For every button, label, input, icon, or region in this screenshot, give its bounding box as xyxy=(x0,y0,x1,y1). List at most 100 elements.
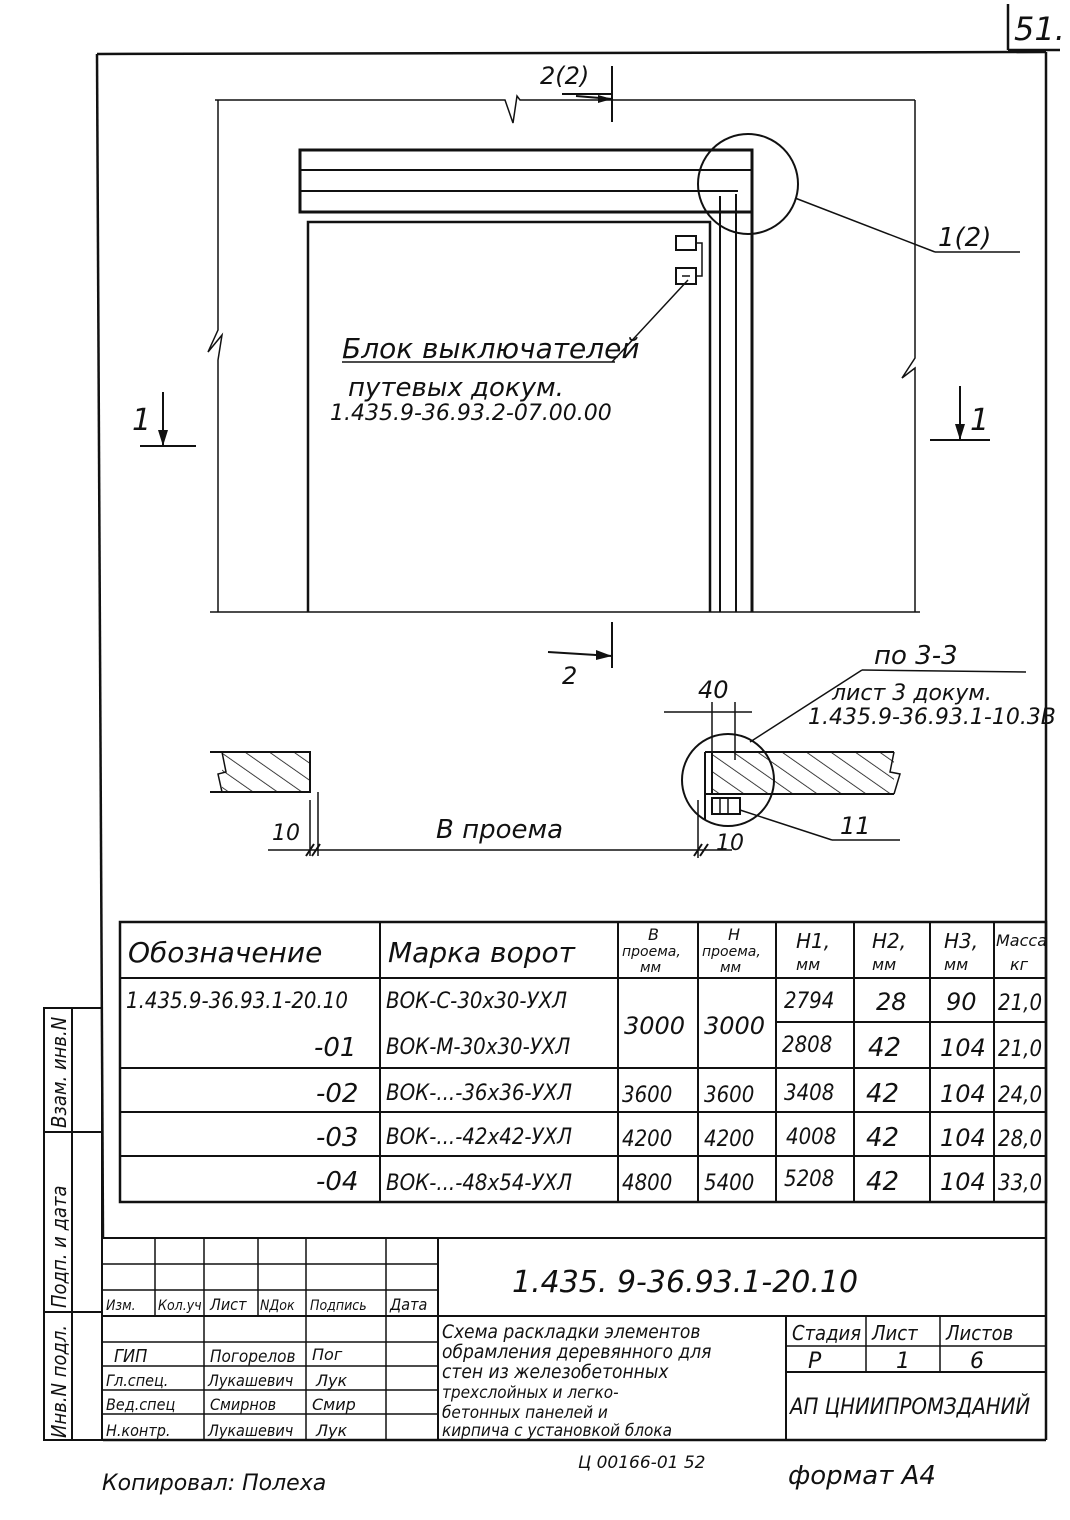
header-b-opening: B проема, мм xyxy=(622,925,681,976)
plan-wall-left xyxy=(210,751,311,793)
cell-b: 4200 xyxy=(622,1127,672,1152)
signature-3: Смир xyxy=(312,1395,356,1414)
section-2-label: 2 xyxy=(562,662,577,690)
rev-header-sheet: Лист xyxy=(209,1295,247,1314)
cell-h2: 42 xyxy=(868,1033,901,1063)
sheet-value: 1 xyxy=(896,1349,910,1374)
cell-h1: 3408 xyxy=(784,1081,834,1106)
table-row: 1.435.9-36.93.1-20.10 ВОК-С-30х30-УХЛ 27… xyxy=(126,988,1042,1016)
header-h2-symbol: H2, xyxy=(872,929,906,953)
stamp-signature-label: Подп. и дата xyxy=(47,1185,71,1308)
title-block: 1.435. 9-36.93.1-20.10 Изм. Кол.уч Лист … xyxy=(103,1238,1046,1441)
header-h-word: проема, xyxy=(702,944,761,960)
side-stamp: Инв.N подл. Подп. и дата Взам. инв.N xyxy=(43,1007,103,1441)
cell-h: 4200 xyxy=(704,1127,754,1152)
cell-b-merged: 3000 xyxy=(624,1012,685,1040)
cell-designation: -03 xyxy=(316,1123,358,1153)
outer-frame xyxy=(95,50,1048,1442)
section-marker-1-left: 1 xyxy=(132,392,196,447)
title-doc-code: 1.435. 9-36.93.1-20.10 xyxy=(512,1265,858,1300)
cell-mark: ВОК-М-30х30-УХЛ xyxy=(386,1035,570,1060)
role-norm-control: Н.контр. xyxy=(106,1421,170,1440)
dimension-opening-label: В проема xyxy=(436,815,563,845)
cell-designation: -02 xyxy=(316,1079,358,1109)
cell-h2: 42 xyxy=(866,1079,899,1109)
rev-header-signature: Подпись xyxy=(310,1298,367,1314)
item-11-label: 11 xyxy=(840,812,871,840)
header-h1-unit: мм xyxy=(796,955,820,974)
sheet-corner-box: 51. xyxy=(1006,4,1065,52)
cell-mark: ВОК-С-30х30-УХЛ xyxy=(386,989,567,1014)
cell-mass: 21,0 xyxy=(998,991,1042,1016)
detail-callout-1: 1(2) xyxy=(697,133,1020,253)
detail-callout-1-label: 1(2) xyxy=(938,223,991,253)
header-b-symbol: B xyxy=(648,925,659,944)
header-b-unit: мм xyxy=(640,960,662,976)
header-h3: H3, мм xyxy=(944,929,978,974)
cell-mark: ВОК-...-42х42-УХЛ xyxy=(386,1125,572,1150)
title-line: Схема раскладки элементов xyxy=(442,1321,700,1343)
cell-mark: ВОК-...-48х54-УХЛ xyxy=(386,1171,572,1196)
header-h-opening: H проема, мм xyxy=(702,925,761,976)
signature-2: Лук xyxy=(315,1371,348,1390)
cell-h1: 4008 xyxy=(786,1125,836,1150)
header-h2: H2, мм xyxy=(872,929,906,974)
dimension-10-left-label: 10 xyxy=(272,821,300,846)
header-h3-symbol: H3, xyxy=(944,929,978,953)
header-mark: Марка ворот xyxy=(388,936,576,969)
stamp-replacement-label: Взам. инв.N xyxy=(47,1017,71,1128)
cell-b: 4800 xyxy=(622,1171,672,1196)
spec-table: Обозначение Марка ворот B проема, мм H п… xyxy=(118,920,1048,1204)
role-chief-specialist: Гл.спец. xyxy=(106,1371,168,1390)
stamp-inventory-label: Инв.N подл. xyxy=(47,1325,71,1438)
cell-mass: 33,0 xyxy=(998,1171,1042,1196)
name-chief-engineer: Погорелов xyxy=(210,1347,296,1367)
rev-header-count: Кол.уч xyxy=(158,1298,202,1314)
name-lead-specialist: Смирнов xyxy=(210,1395,276,1414)
switch-block-title: Блок выключателей xyxy=(342,332,640,365)
header-h2-unit: мм xyxy=(872,955,896,974)
rev-header-change: Изм. xyxy=(106,1298,136,1314)
title-line: обрамления деревянного для xyxy=(442,1341,711,1363)
cell-h2: 42 xyxy=(866,1167,899,1197)
cell-h2: 42 xyxy=(866,1123,899,1153)
archive-number: Ц 00166-01 52 xyxy=(578,1453,705,1473)
header-h1-symbol: H1, xyxy=(796,929,830,953)
door-leaf xyxy=(306,150,754,612)
cell-mass: 28,0 xyxy=(998,1127,1042,1152)
title-line: трехслойных и легко- xyxy=(442,1383,619,1403)
cell-b: 3600 xyxy=(622,1083,672,1108)
cell-h: 5400 xyxy=(704,1171,754,1196)
title-line: бетонных панелей и xyxy=(442,1403,608,1423)
section-3-reference: по 3-3 лист 3 докум. 1.435.9-36.93.1-10.… xyxy=(749,641,1056,743)
cell-h1: 2808 xyxy=(782,1033,832,1058)
stage-value: Р xyxy=(808,1349,822,1374)
cell-mass: 21,0 xyxy=(998,1037,1042,1062)
section-1-right-label: 1 xyxy=(970,403,989,438)
signature-4: Лук xyxy=(315,1421,348,1440)
title-line: кирпича с установкой блока xyxy=(442,1421,672,1441)
dimension-40-label: 40 xyxy=(698,676,729,704)
copied-by: Копировал: Полеха xyxy=(102,1471,326,1496)
header-mass: Масса кг xyxy=(996,931,1047,974)
section-marker-1-right: 1 xyxy=(930,386,990,441)
lintel-members xyxy=(298,148,754,214)
cell-h1: 5208 xyxy=(784,1167,834,1192)
section-3-doc-ref: 1.435.9-36.93.1-10.3В xyxy=(808,705,1056,730)
switch-block-label: Блок выключателей путевых докум. 1.435.9… xyxy=(330,279,689,426)
section-3-label: по 3-3 xyxy=(874,641,958,671)
view-callout-2-label: 2(2) xyxy=(540,62,589,90)
sheet-format: формат А4 xyxy=(788,1461,936,1491)
table-row: -04 ВОК-...-48х54-УХЛ 4800 5400 5208 42 … xyxy=(316,1167,1042,1197)
dimension-opening: 10 В проема 10 xyxy=(268,792,744,858)
cell-h3: 90 xyxy=(946,988,977,1016)
title-line: стен из железобетонных xyxy=(442,1361,669,1383)
switch-block xyxy=(675,235,703,285)
cell-mark: ВОК-...-36х36-УХЛ xyxy=(386,1081,572,1106)
role-chief-engineer: ГИП xyxy=(114,1346,147,1367)
cell-designation: -01 xyxy=(314,1033,356,1063)
cell-designation: -04 xyxy=(316,1167,358,1197)
cell-h3: 104 xyxy=(940,1034,986,1062)
dimension-40: 40 xyxy=(664,676,752,760)
